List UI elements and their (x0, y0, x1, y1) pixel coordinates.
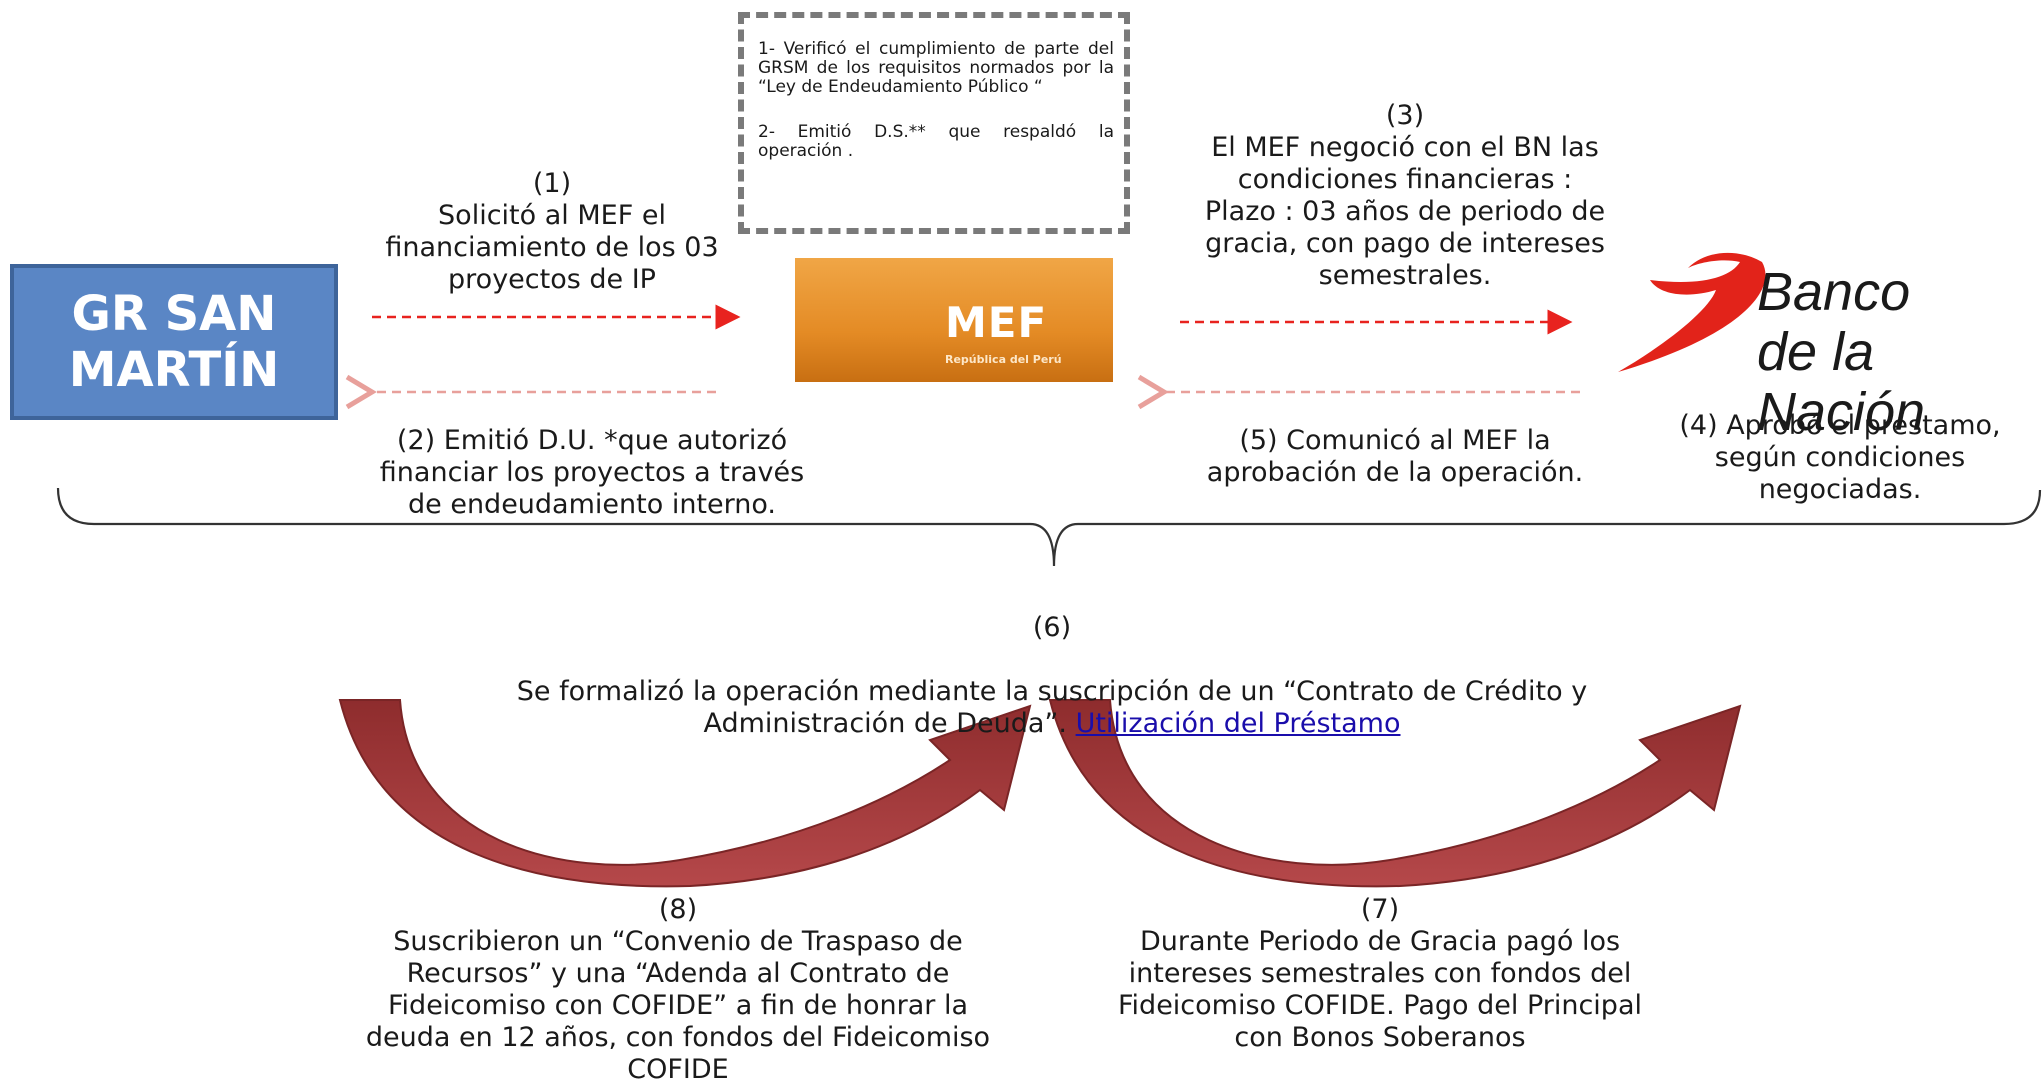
curved-arrow-right (1048, 699, 1742, 888)
mef-actions-note: 1- Verificó el cumplimiento de parte del… (738, 12, 1130, 234)
step-5-text: (5) Comunicó al MEF la aprobación de la … (1206, 425, 1584, 488)
step-6-block: (6) Se formalizó la operación mediante l… (452, 580, 1652, 740)
bn-swoosh-icon (1618, 252, 1766, 372)
utilizacion-prestamo-link[interactable]: Utilización del Préstamo (1075, 708, 1401, 739)
banco-nacion-logo-text: Banco de la Nación (1757, 262, 1926, 442)
curved-arrow-left (338, 699, 1032, 888)
step-4-text: (4) Aprobó el préstamo, según condicione… (1679, 410, 2001, 505)
note-item-1: 1- Verificó el cumplimiento de parte del… (758, 39, 1114, 97)
step-3-text: (3) El MEF negoció con el BN las condici… (1204, 100, 1606, 291)
mef-logo-word: MEF (945, 298, 1048, 347)
banco-nacion-logo: Banco de la Nación (1612, 258, 2042, 442)
step-2-text: (2) Emitió D.U. *que autorizó financiar … (379, 425, 805, 520)
step-6-number: (6) (1032, 612, 1072, 643)
mef-logo-subtitle: República del Perú (945, 353, 1062, 366)
gr-san-martin-box: GR SAN MARTÍN (10, 264, 338, 420)
brace (56, 487, 2042, 567)
mef-logo: MEF República del Perú (795, 258, 1113, 382)
note-item-2: 2- Emitió D.S.** que respaldó la operaci… (758, 122, 1114, 161)
step-8-text: (8) Suscribieron un “Convenio de Traspas… (365, 894, 991, 1085)
step-6-text: Se formalizó la operación mediante la su… (516, 676, 1588, 739)
step-7-text: (7) Durante Periodo de Gracia pagó los i… (1117, 894, 1642, 1053)
step-1-text: (1) Solicitó al MEF el financiamiento de… (385, 168, 719, 295)
